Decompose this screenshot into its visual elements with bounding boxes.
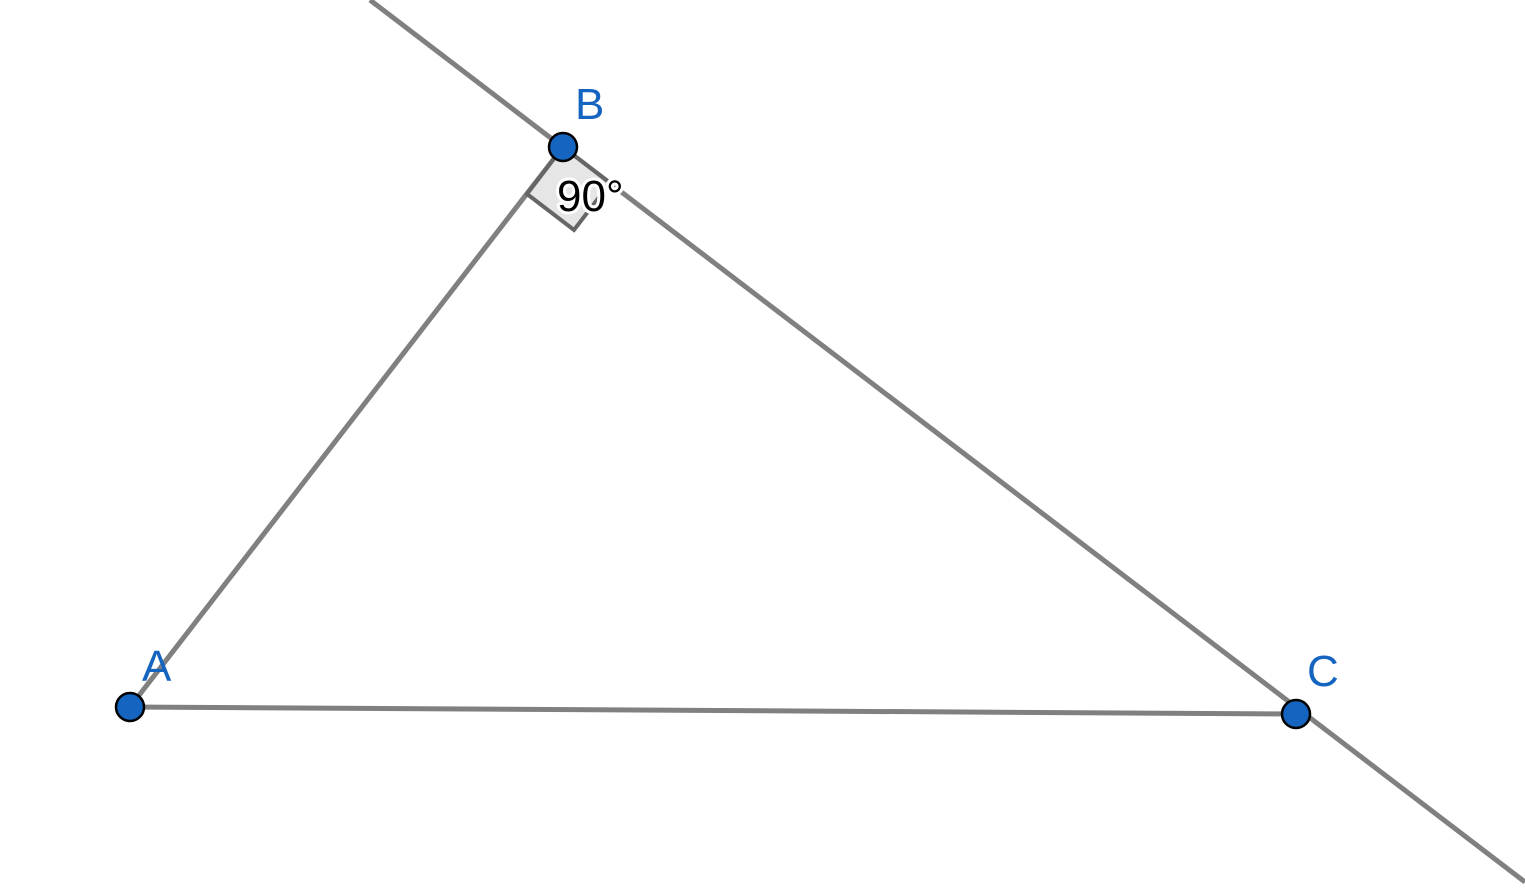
point-a[interactable] — [114, 691, 146, 723]
segment-ac[interactable] — [129, 704, 1297, 717]
angle-label-b: 90° — [557, 172, 624, 221]
point-label-c: C — [1307, 647, 1339, 696]
line-bc[interactable] — [368, 0, 1525, 884]
point-b[interactable] — [547, 131, 579, 163]
right-angle-marker — [524, 144, 613, 233]
point-c[interactable] — [1280, 698, 1312, 730]
segment-ab[interactable] — [128, 145, 565, 709]
point-label-a: A — [142, 642, 172, 691]
point-label-b: B — [575, 80, 604, 129]
